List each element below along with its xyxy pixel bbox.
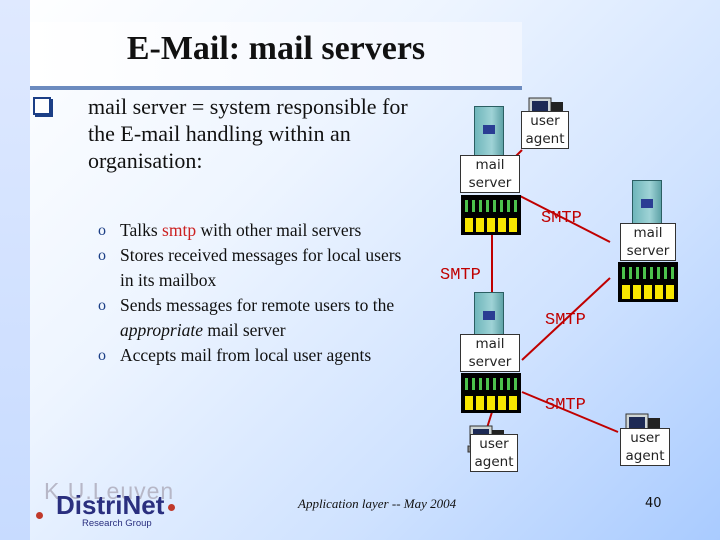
bullet-text: with other mail servers (196, 220, 362, 240)
mail-server-top-label: mail server (460, 155, 520, 193)
bullet-text: Talks (120, 220, 163, 240)
mailbox-rack-icon (461, 195, 521, 235)
bullet-stores-messages: o Stores received messages for local use… (98, 243, 418, 293)
slide-footer: Application layer -- May 2004 (298, 496, 457, 511)
bullet-text: mail server (202, 320, 286, 340)
circle-bullet-icon: o (98, 247, 106, 264)
bullet-accepts-mail: o Accepts mail from local user agents (98, 343, 418, 368)
logo-name-text: DistriNet (56, 490, 165, 520)
title-band (30, 22, 522, 90)
logo-subtitle-text: Research Group (82, 518, 152, 529)
mail-server-middle-text: mail server (468, 336, 512, 370)
bullet-text: Accepts mail from local user agents (120, 345, 372, 365)
bullet-sends-messages: o Sends messages for remote users to the… (98, 293, 418, 343)
mailbox-rack-icon (461, 373, 521, 413)
distrinet-logo: K.U.Leuven DistriNet Research Group (30, 478, 180, 534)
circle-bullet-icon: o (98, 222, 106, 239)
smtp-highlight: smtp (162, 220, 197, 240)
bullet-text: Stores received messages for local users… (120, 245, 402, 290)
page-number: 40 (645, 496, 662, 511)
circle-bullet-icon: o (98, 297, 106, 314)
mailbox-rack-icon (618, 262, 678, 302)
user-agent-bottom-right-text: user agent (625, 430, 665, 464)
sub-bullet-list: o Talks smtp with other mail servers o S… (98, 218, 418, 368)
user-agent-bottom-right-label: user agent (620, 428, 670, 466)
user-agent-top-text: user agent (525, 113, 565, 147)
intro-text: mail server = system responsible for the… (88, 94, 408, 173)
user-agent-bottom-left-text: user agent (474, 436, 514, 470)
smtp-label-left: SMTP (440, 266, 481, 285)
mail-server-top-text: mail server (468, 157, 512, 191)
mail-server-middle-label: mail server (460, 334, 520, 372)
circle-bullet-icon: o (98, 347, 106, 364)
logo-dot-icon (36, 512, 43, 519)
logo-kul-text: K.U.Leuven (44, 478, 175, 504)
logo-dot-icon (168, 504, 175, 511)
bullet-text: Sends messages for remote users to the (120, 295, 395, 315)
slide-side-bar (0, 0, 30, 540)
mail-server-right-label: mail server (620, 223, 676, 261)
bullet-talks-smtp: o Talks smtp with other mail servers (98, 218, 418, 243)
user-agent-top-label: user agent (521, 111, 569, 149)
slide-title: E-Mail: mail servers (126, 30, 426, 67)
mail-server-right-text: mail server (626, 225, 670, 259)
smtp-label-bottom: SMTP (545, 396, 586, 415)
italic-word: appropriate (120, 320, 203, 340)
user-agent-bottom-left-label: user agent (470, 434, 518, 472)
checkbox-bullet-icon (33, 97, 51, 115)
smtp-label-right: SMTP (545, 311, 586, 330)
smtp-label-top: SMTP (541, 209, 582, 228)
